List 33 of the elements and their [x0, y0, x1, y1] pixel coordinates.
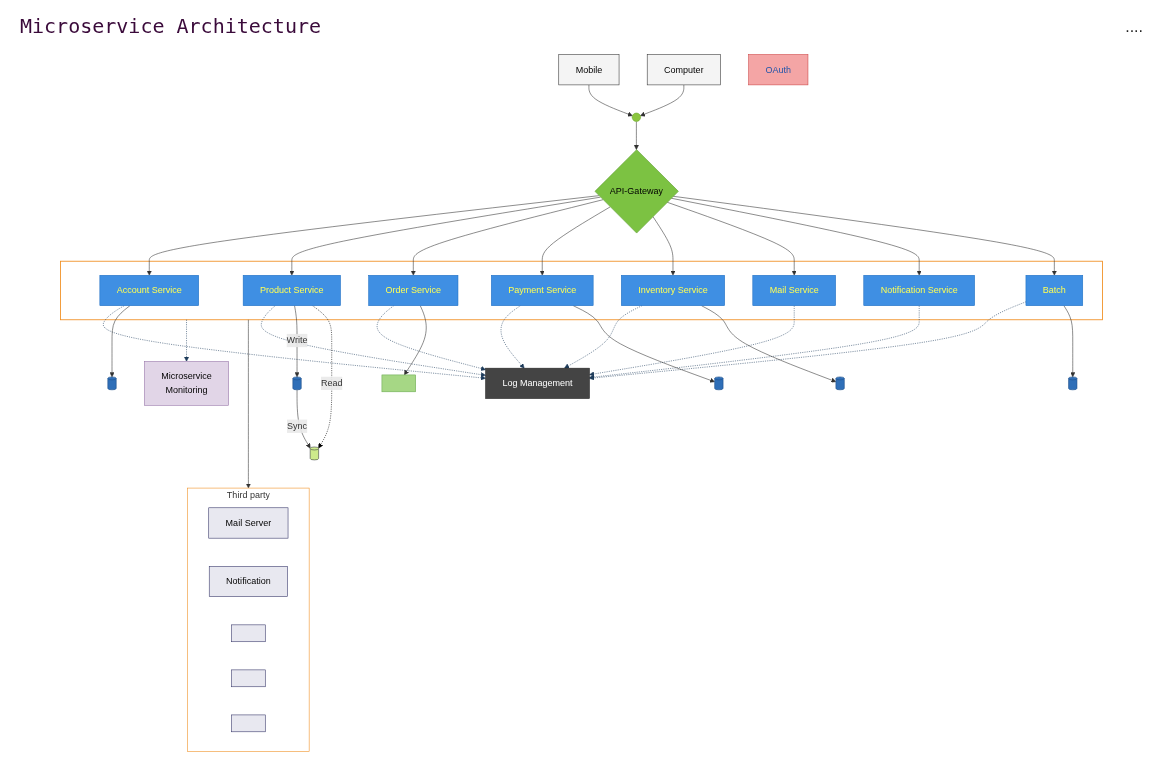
- node-box: [381, 374, 416, 393]
- node-diamond: API-Gateway: [594, 149, 679, 234]
- node-box: Inventory Service: [621, 275, 725, 306]
- node-box: Log Management: [485, 367, 590, 399]
- node-box: Notification: [208, 566, 288, 597]
- node-box: Account Service: [99, 275, 199, 306]
- node-cylinder: [1068, 376, 1078, 391]
- node-box: OAuth: [748, 54, 809, 86]
- node-cylinder: [835, 376, 845, 391]
- diagram-title: Microservice Architecture: [20, 14, 322, 38]
- node-cylinder: [309, 446, 319, 461]
- node-box: Mail Server: [208, 507, 289, 539]
- node-circle: [631, 112, 641, 122]
- node-box: Batch: [1025, 275, 1083, 306]
- edge-label: Read: [320, 378, 343, 388]
- node-box: Order Service: [368, 275, 459, 306]
- node-box: Microservice Monitoring: [144, 361, 229, 406]
- cluster: [60, 260, 1103, 321]
- node-box: Product Service: [242, 275, 341, 306]
- node-box: [231, 624, 266, 642]
- edge-label: Sync: [287, 421, 308, 431]
- node-box: Payment Service: [491, 275, 594, 306]
- node-box: [231, 714, 266, 733]
- node-box: Computer: [646, 54, 721, 86]
- node-cylinder: [714, 376, 724, 391]
- node-box: Mail Service: [752, 275, 836, 306]
- node-box: [231, 669, 266, 688]
- edge-label: Write: [286, 335, 308, 346]
- note-text: ....: [1125, 18, 1143, 36]
- node-box: Mobile: [558, 54, 620, 86]
- node-cylinder: [107, 376, 117, 391]
- node-cylinder: [292, 376, 302, 391]
- node-box: Notification Service: [863, 275, 975, 306]
